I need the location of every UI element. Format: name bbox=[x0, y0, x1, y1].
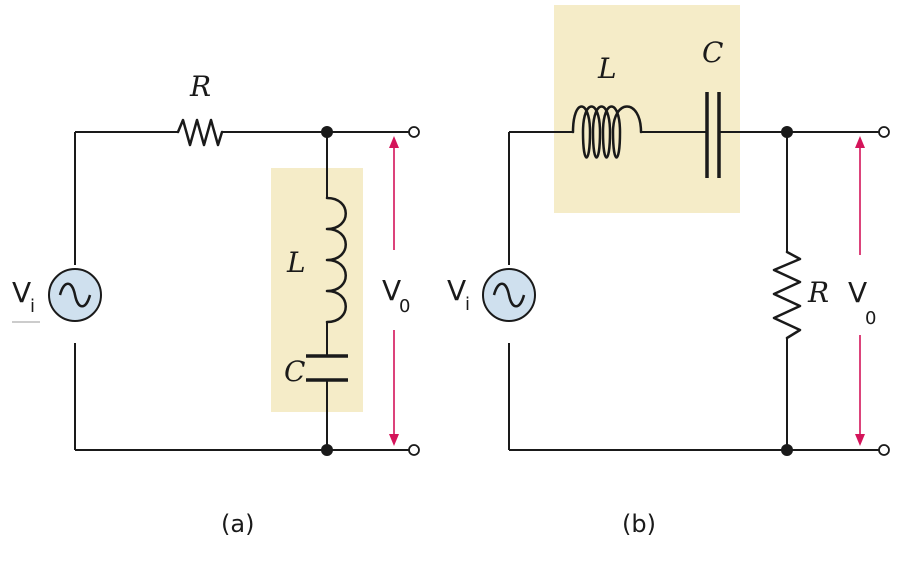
lc-highlight-box-a bbox=[271, 168, 363, 412]
output-sub-b: 0 bbox=[865, 308, 876, 329]
resistor-label-a: R bbox=[189, 70, 211, 103]
caption-a: (a) bbox=[221, 510, 254, 538]
output-label-b: V bbox=[848, 276, 867, 309]
resistor-r-b bbox=[772, 250, 802, 340]
output-arrow-a bbox=[389, 136, 399, 446]
inductor-l-a bbox=[325, 196, 347, 324]
output-arrow-b bbox=[855, 136, 865, 446]
circuit-b: L C R V i V 0 (b) bbox=[447, 5, 890, 538]
circuit-a: R L C V i V 0 (a) bbox=[12, 70, 420, 538]
node-top-a bbox=[321, 126, 333, 138]
source-sub-a: i bbox=[30, 296, 35, 317]
inductor-label-b: L bbox=[597, 52, 617, 85]
sine-wave-icon-a bbox=[58, 282, 92, 308]
source-label-b: V bbox=[447, 274, 466, 307]
node-top-b bbox=[781, 126, 793, 138]
output-sub-a: 0 bbox=[399, 296, 410, 317]
source-sub-b: i bbox=[465, 294, 470, 315]
inductor-label-a: L bbox=[286, 246, 306, 279]
terminal-bottom-a bbox=[408, 444, 420, 456]
output-label-a: V bbox=[382, 274, 401, 307]
resistor-label-b: R bbox=[807, 276, 829, 309]
node-bottom-b bbox=[781, 444, 793, 456]
capacitor-label-b: C bbox=[702, 36, 723, 69]
node-bottom-a bbox=[321, 444, 333, 456]
source-label-a: V bbox=[12, 276, 31, 309]
terminal-top-a bbox=[408, 126, 420, 138]
resistor-r-a bbox=[176, 118, 224, 147]
caption-b: (b) bbox=[622, 510, 656, 538]
capacitor-label-a: C bbox=[284, 355, 305, 388]
sine-wave-icon-b bbox=[492, 282, 526, 308]
terminal-top-b bbox=[878, 126, 890, 138]
inductor-l-b bbox=[571, 105, 643, 159]
terminal-bottom-b bbox=[878, 444, 890, 456]
